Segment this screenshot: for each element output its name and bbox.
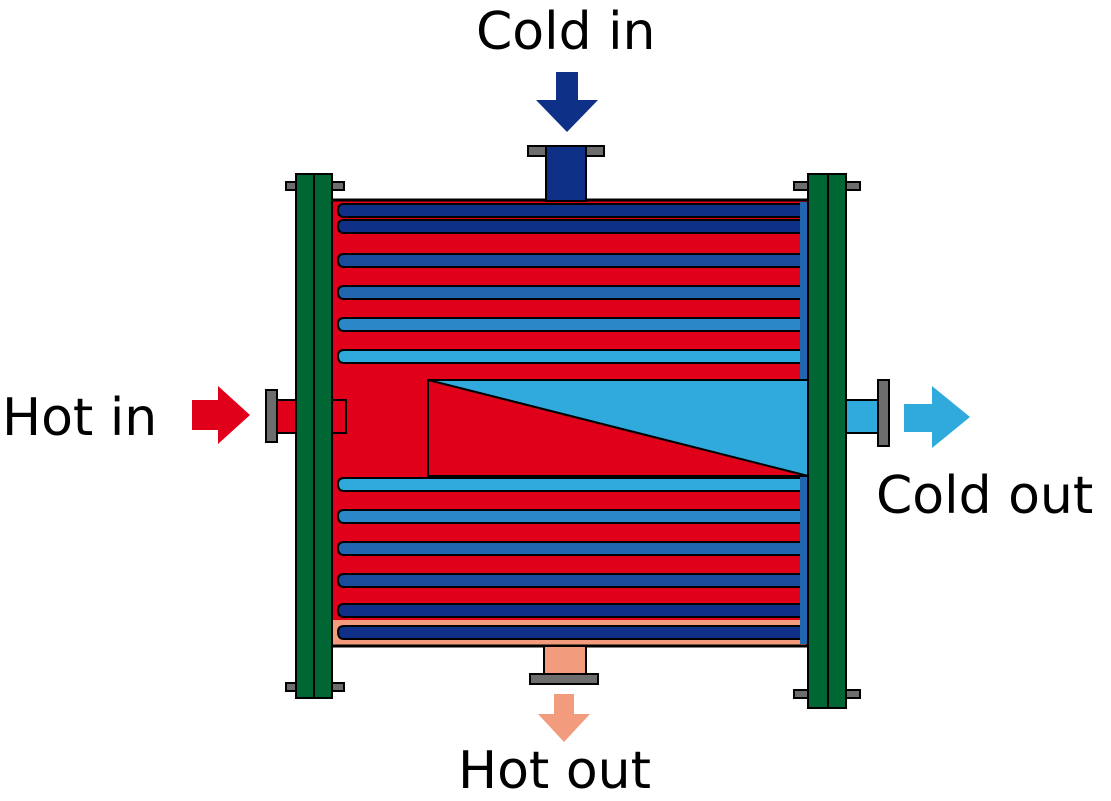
tube-4	[336, 285, 807, 300]
left-flange-outer	[295, 173, 315, 699]
tube-3	[336, 253, 807, 268]
right-flange-inner	[807, 173, 829, 709]
tube-8	[336, 509, 807, 524]
tube-2	[336, 219, 807, 234]
tube-12	[336, 625, 807, 640]
hot-in-arrow-icon	[192, 386, 250, 444]
tube-9	[336, 541, 807, 556]
tube-5	[336, 317, 807, 332]
tube-bundle	[336, 202, 808, 644]
hot-out-nozzle	[543, 645, 587, 677]
tube-1	[336, 203, 807, 218]
cold-out-label: Cold out	[876, 466, 1094, 526]
cold-in-label: Cold in	[476, 2, 656, 62]
hot-out-flange	[529, 673, 599, 685]
right-flange-outer	[827, 173, 847, 709]
cold-in-arrow-icon	[536, 72, 598, 132]
tube-10	[336, 573, 807, 588]
tube-11	[336, 603, 807, 618]
hot-inlet-chamber	[427, 378, 809, 477]
hot-out-arrow-icon	[538, 694, 590, 742]
cold-out-flange	[877, 379, 890, 447]
left-flange-inner	[313, 173, 333, 699]
tube-6	[336, 349, 807, 364]
hot-out-label: Hot out	[458, 741, 651, 801]
hot-in-flange	[265, 389, 278, 443]
tube-7	[336, 477, 807, 492]
hot-in-label: Hot in	[2, 388, 158, 448]
cold-out-arrow-icon	[904, 386, 970, 448]
cold-in-nozzle	[545, 145, 587, 202]
